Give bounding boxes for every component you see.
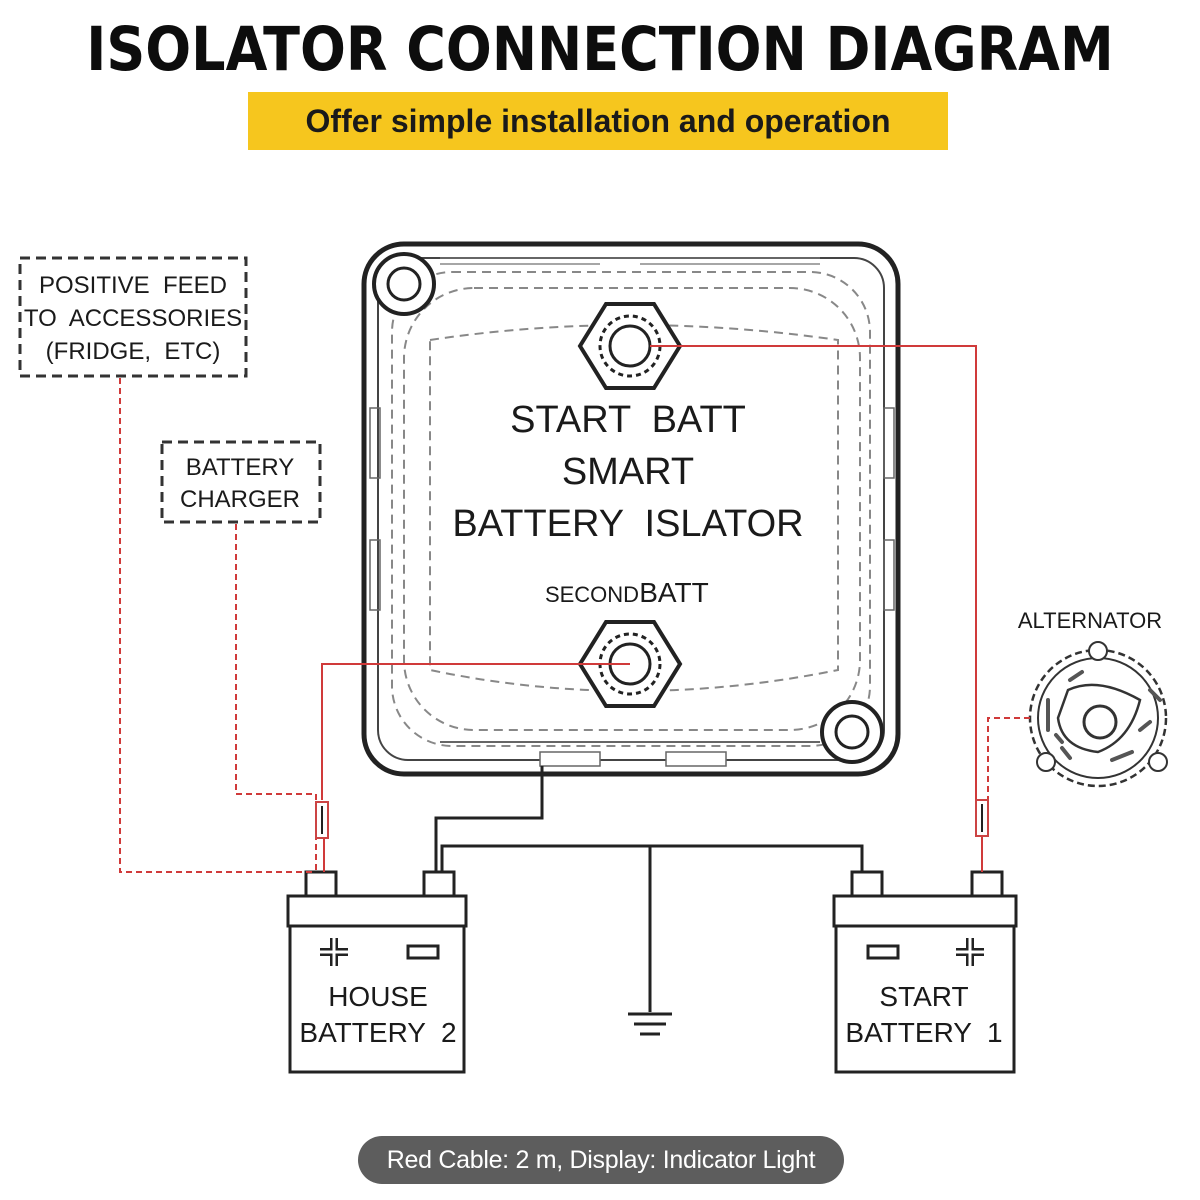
spec-footer-text: Red Cable: 2 m, Display: Indicator Light [386, 1145, 816, 1174]
fuse-icon [975, 799, 989, 837]
mounting-bolt-top-left-icon [372, 252, 436, 316]
start-batt-terminal-nut-icon [577, 302, 683, 390]
house-battery-line1: HOUSE [328, 981, 428, 1012]
diagram-title: ISOLATOR CONNECTION DIAGRAM [86, 14, 1114, 85]
house-battery-2: HOUSE BATTERY 2 [286, 870, 468, 1074]
minus-icon [866, 944, 900, 960]
negative-wiring [434, 766, 864, 1012]
spec-footer-pill: Red Cable: 2 m, Display: Indicator Light [358, 1136, 844, 1184]
plus-icon [956, 938, 984, 966]
battery-isolator-unit [361, 241, 901, 777]
start-battery-line1: START [879, 981, 968, 1012]
accessories-feed-box: POSITIVE FEED TO ACCESSORIES (FRIDGE, ET… [18, 256, 248, 378]
start-battery-1: START BATTERY 1 [832, 870, 1018, 1074]
battery-charger-box: BATTERY CHARGER [160, 440, 322, 524]
fuse-icon [315, 801, 329, 839]
accessories-line3: (FRIDGE, ETC) [46, 338, 221, 365]
dashed-feed-lines [119, 378, 1030, 873]
minus-icon [406, 944, 440, 960]
second-batt-label: BATT [639, 577, 708, 608]
second-batt-small-label: SECOND [545, 582, 639, 607]
plus-icon [320, 938, 348, 966]
alternator-icon [1028, 641, 1168, 788]
start-batt-label: START BATT [510, 399, 746, 441]
positive-red-cables [321, 345, 983, 872]
accessories-line2: TO ACCESSORIES [24, 305, 242, 332]
accessories-line1: POSITIVE FEED [39, 272, 227, 299]
charger-line1: BATTERY [186, 454, 294, 481]
subtitle-banner: Offer simple installation and operation [248, 92, 948, 150]
charger-line2: CHARGER [180, 486, 300, 513]
isolator-name-line2: BATTERY ISLATOR [452, 503, 803, 545]
alternator-label: ALTERNATOR [1018, 608, 1162, 633]
subtitle-text: Offer simple installation and operation [305, 102, 891, 139]
start-battery-line2: BATTERY 1 [845, 1017, 1002, 1048]
isolator-name-line1: SMART [562, 451, 694, 493]
house-battery-line2: BATTERY 2 [299, 1017, 456, 1048]
ground-symbol-icon [628, 1012, 672, 1036]
mounting-bolt-bottom-right-icon [820, 700, 884, 764]
